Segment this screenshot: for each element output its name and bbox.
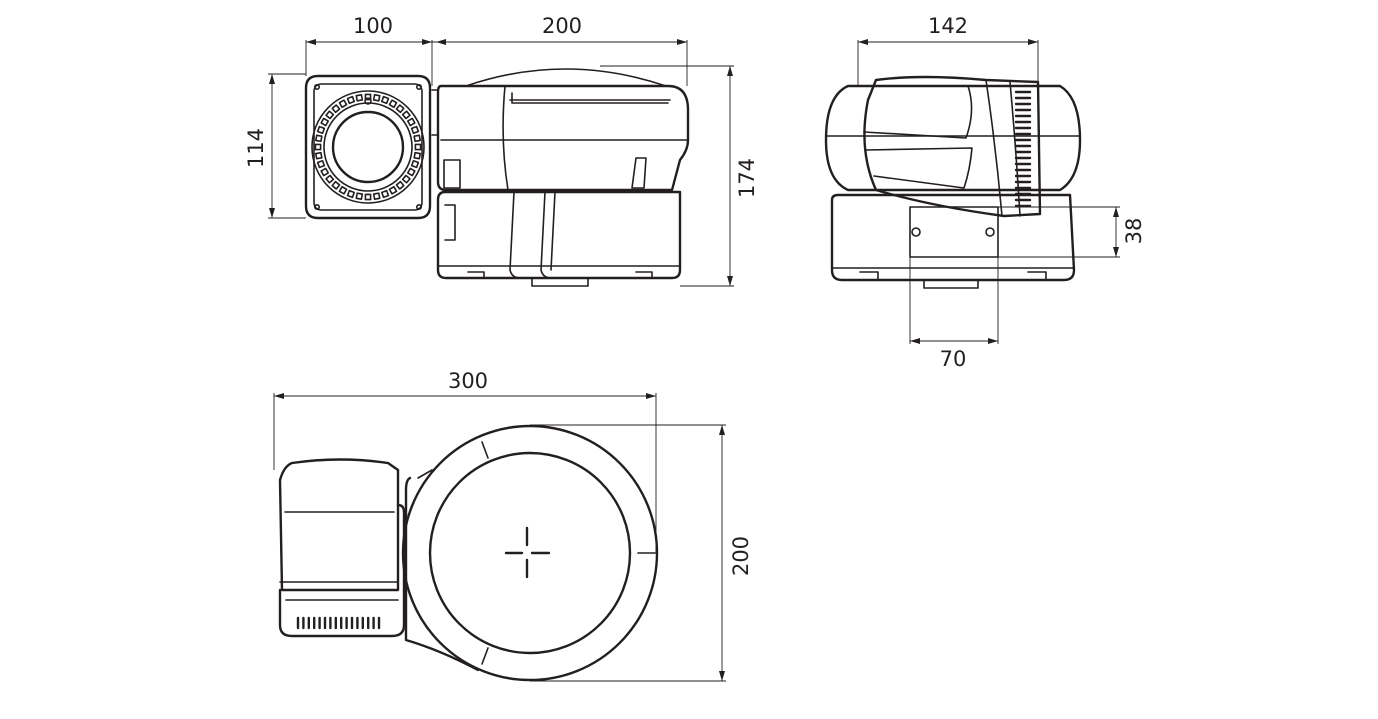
led-segment xyxy=(346,189,356,199)
dim-front-width: 100 xyxy=(353,14,393,38)
dim-total-height: 174 xyxy=(735,158,759,198)
led-segment xyxy=(320,117,330,127)
rear-view-body xyxy=(824,75,1082,289)
led-segment xyxy=(314,134,323,143)
dim-body-length: 200 xyxy=(542,14,582,38)
led-segment xyxy=(346,95,356,105)
dim-total-length: 300 xyxy=(448,369,488,393)
led-segment xyxy=(325,110,335,120)
led-segment xyxy=(401,174,411,184)
led-segment xyxy=(395,104,405,114)
led-segment xyxy=(331,180,341,190)
led-segment xyxy=(314,143,322,151)
front-view-head xyxy=(304,74,432,220)
led-segment xyxy=(388,99,398,109)
led-segment xyxy=(388,185,398,195)
led-segment xyxy=(316,125,326,135)
led-segment xyxy=(355,192,364,201)
led-segment xyxy=(325,174,335,184)
led-segment xyxy=(372,93,381,102)
led-ring xyxy=(314,93,422,201)
led-segment xyxy=(413,151,422,160)
led-segment xyxy=(401,110,411,120)
led-segment xyxy=(316,159,326,169)
dim-base-diameter: 200 xyxy=(729,536,753,576)
dim-plate-height: 38 xyxy=(1122,218,1146,245)
led-segment xyxy=(338,185,348,195)
led-segment xyxy=(406,167,416,177)
led-segment xyxy=(331,104,341,114)
dimension-labels: 100 200 114 174 142 38 70 300 200 xyxy=(244,14,1146,576)
dim-front-height: 114 xyxy=(244,128,268,168)
dimension-lines xyxy=(268,39,1120,682)
led-segment xyxy=(414,143,422,151)
led-segment xyxy=(395,180,405,190)
led-segment xyxy=(314,151,323,160)
cooling-grill xyxy=(1014,90,1032,208)
led-segment xyxy=(413,134,422,143)
led-segment xyxy=(410,159,420,169)
led-segment xyxy=(320,167,330,177)
side-view-body xyxy=(431,68,690,287)
led-segment xyxy=(355,93,364,102)
dim-side-width: 142 xyxy=(928,14,968,38)
led-segment xyxy=(338,99,348,109)
top-grill xyxy=(296,616,381,630)
led-segment xyxy=(364,193,372,201)
led-segment xyxy=(380,95,390,105)
top-view xyxy=(278,424,659,682)
dim-plate-width: 70 xyxy=(940,347,967,371)
led-segment xyxy=(364,93,372,101)
led-segment xyxy=(380,189,390,199)
led-segment xyxy=(372,192,381,201)
led-segment xyxy=(410,125,420,135)
led-segment xyxy=(406,117,416,127)
